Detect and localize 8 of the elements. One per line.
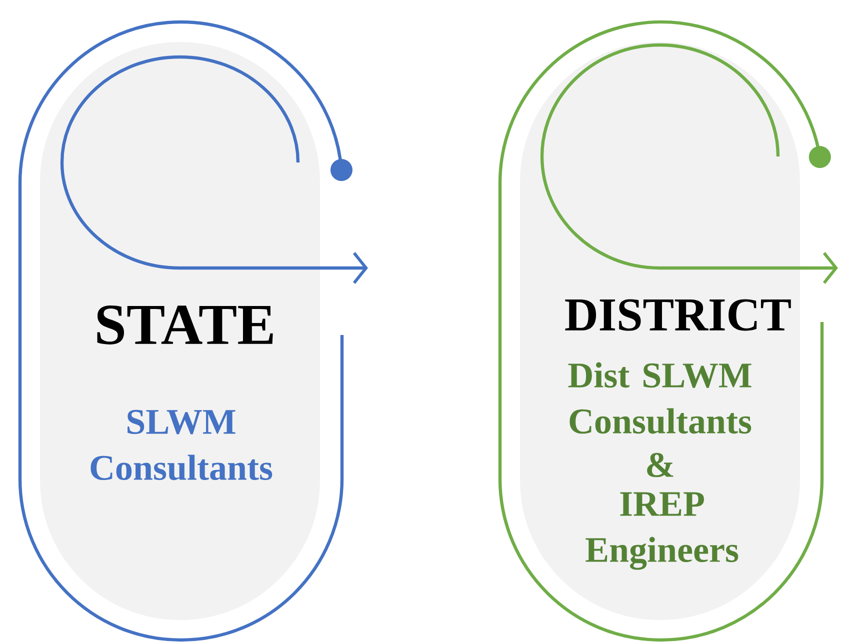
loop-arrow <box>60 55 368 284</box>
heading: STATE <box>97 306 273 344</box>
body-text: SLWM Consultants <box>90 410 272 480</box>
body-text: & <box>647 452 674 478</box>
loop-arrow <box>540 43 838 284</box>
heading: DISTRICT <box>565 299 791 331</box>
body-text: Dist SLWM Consultants <box>568 362 752 434</box>
body-text: IREP Engineers <box>586 492 738 570</box>
